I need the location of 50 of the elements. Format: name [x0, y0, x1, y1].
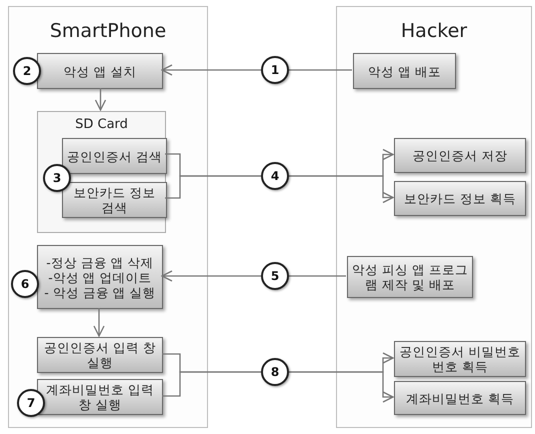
arrow [289, 371, 394, 403]
step-number: 4 [270, 170, 280, 182]
box-text: 악성 앱 배포 [368, 64, 441, 78]
arrow [289, 175, 394, 204]
box-text: 보안카드 정보 획득 [404, 191, 516, 206]
connector-line [289, 69, 352, 71]
step-number: 1 [270, 64, 280, 76]
process-box [394, 138, 526, 173]
step-number: 6 [20, 278, 30, 290]
process-box [394, 181, 526, 216]
group-title: SD Card [75, 116, 128, 134]
box-text: 계좌비밀번호 획득 [406, 390, 514, 406]
process-box [62, 138, 167, 174]
process-box [37, 245, 163, 309]
arrow [161, 270, 261, 282]
panel-title: Hacker [400, 19, 468, 44]
box-text: 공인인증서 입력 창 실행 [43, 340, 157, 370]
process-box [37, 53, 163, 89]
panel [8, 6, 208, 428]
connector-line [165, 175, 261, 199]
step-number: 2 [22, 65, 32, 77]
box-text: 악성 앱 설치 [64, 64, 136, 78]
process-box [37, 379, 163, 415]
process-box [353, 53, 456, 89]
box-text: 악성 피싱 앱 프로그램 제작 및 배포 [352, 262, 468, 292]
box-text: - 악성 금융 앱 실행 [44, 284, 156, 300]
box-text: 계좌비밀번호 입력 창 실행 [45, 382, 155, 412]
connector-line [162, 371, 261, 397]
group-box [37, 111, 166, 233]
process-box [394, 381, 526, 415]
box-text: 공인인증서 저장 [412, 148, 508, 163]
box-text: 공인인증서 비밀번호번호 획득 [399, 344, 521, 374]
step-number: 8 [270, 366, 280, 378]
box-text: 공인인증서 검색 [67, 148, 162, 164]
process-box [37, 337, 163, 373]
panel-title: SmartPhone [50, 19, 166, 44]
step-number: 3 [52, 172, 62, 184]
connector-line [289, 275, 346, 277]
box-text: -악성 앱 업데이트 [48, 270, 152, 284]
arrow [94, 88, 106, 111]
box-text: -정상 금융 앱 삭제 [46, 254, 154, 270]
step-number: 5 [270, 270, 280, 282]
process-box [394, 341, 526, 377]
box-text: 보안카드 정보 검색 [72, 185, 156, 215]
arrow [93, 308, 105, 337]
process-box [347, 256, 473, 298]
arrow [161, 64, 261, 76]
step-number: 7 [26, 397, 36, 409]
panel [336, 6, 532, 428]
process-box [62, 182, 167, 218]
